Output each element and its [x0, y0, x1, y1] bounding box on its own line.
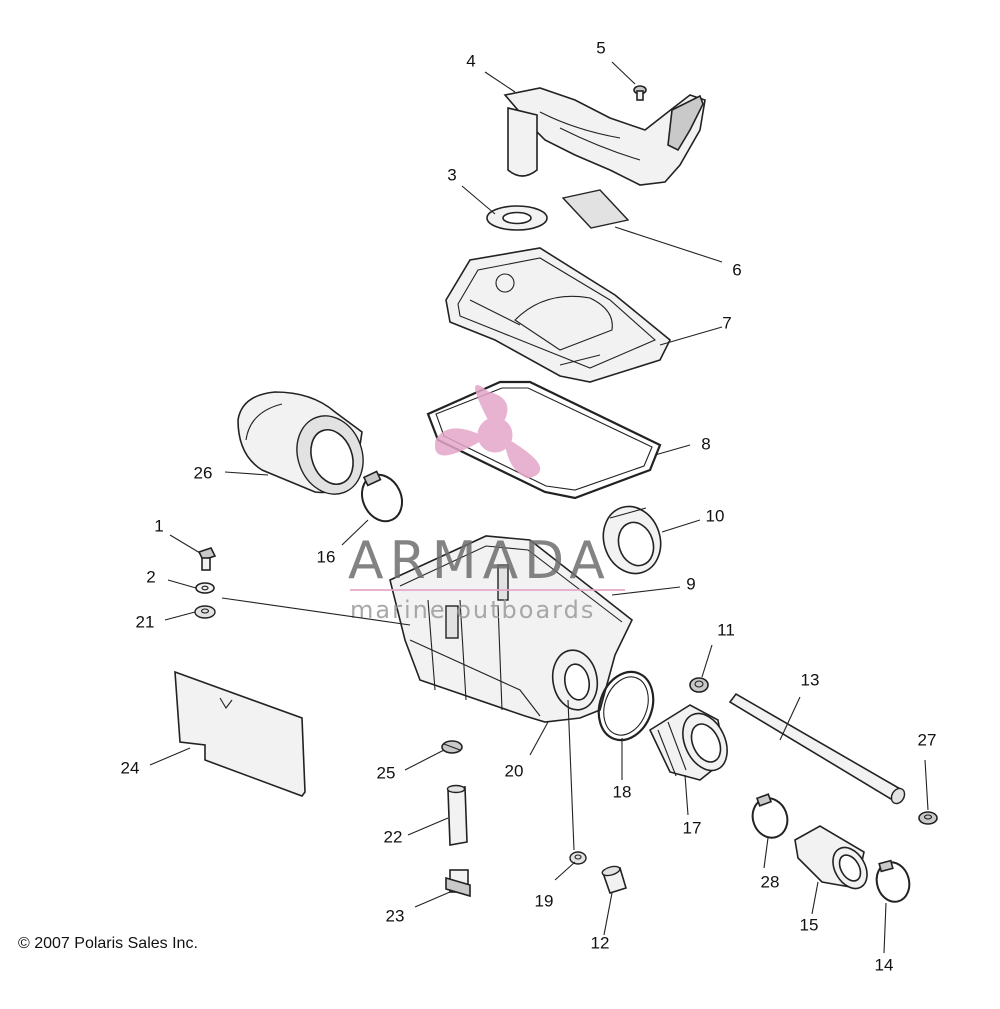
callout-15: 15 — [800, 915, 819, 934]
callout-6: 6 — [732, 260, 741, 279]
part-3-seal-washer — [486, 205, 548, 231]
part-21-grommet — [194, 605, 216, 619]
part-16-clamp — [361, 470, 403, 523]
callout-26: 26 — [194, 463, 213, 482]
callout-12: 12 — [591, 933, 610, 952]
callout-28: 28 — [761, 872, 780, 891]
part-19-clamp — [569, 851, 587, 865]
callout-24: 24 — [121, 758, 140, 777]
callout-11: 11 — [717, 620, 735, 639]
part-27-clip — [918, 811, 938, 825]
callout-23: 23 — [386, 906, 405, 925]
propeller-logo-icon — [434, 385, 541, 479]
part-22-drain-tube — [446, 784, 468, 846]
part-6-foam-strip — [561, 189, 630, 229]
callout-9: 9 — [686, 574, 695, 593]
callout-2: 2 — [146, 567, 155, 586]
callout-21: 21 — [136, 612, 155, 631]
part-26-air-filter — [237, 391, 364, 495]
callout-20: 20 — [505, 761, 524, 780]
callout-5: 5 — [596, 38, 605, 57]
part-24-heat-shield — [174, 670, 306, 797]
callout-numbers: 4 5 3 6 7 8 26 16 10 1 2 21 9 11 13 27 2… — [121, 38, 937, 974]
callout-4: 4 — [466, 51, 475, 70]
callout-19: 19 — [535, 891, 554, 910]
part-5-screw — [633, 85, 647, 101]
part-12-sleeve — [601, 865, 627, 894]
part-8-gasket — [426, 380, 662, 500]
part-4-intake-duct — [503, 87, 706, 186]
part-15-coupler-hose — [794, 825, 868, 890]
part-13-breather-tube — [728, 692, 906, 805]
callout-14: 14 — [875, 955, 894, 974]
callout-3: 3 — [447, 165, 456, 184]
callout-1: 1 — [154, 516, 163, 535]
part-18-o-ring — [597, 670, 655, 742]
callout-18: 18 — [613, 782, 632, 801]
part-28-clamp — [751, 793, 789, 839]
callout-8: 8 — [701, 434, 710, 453]
callout-13: 13 — [801, 670, 820, 689]
copyright-notice: © 2007 Polaris Sales Inc. — [18, 935, 198, 952]
part-20-airbox-base — [389, 535, 634, 723]
armada-watermark-logo: ARMADA marine outboards — [348, 385, 625, 624]
callout-17: 17 — [683, 818, 702, 837]
part-11-clip — [689, 677, 709, 693]
part-25-clip — [441, 740, 463, 754]
callout-27: 27 — [918, 730, 937, 749]
leader-lines — [149, 61, 929, 954]
part-10-coupler-ring — [602, 505, 662, 575]
callout-10: 10 — [706, 506, 725, 525]
part-14-clamp — [875, 859, 911, 903]
part-17-intake-boot — [648, 704, 728, 781]
part-23-drain-valve — [445, 869, 471, 898]
part-2-washer — [195, 582, 215, 594]
callout-7: 7 — [722, 313, 731, 332]
part-1-bolt — [197, 547, 217, 571]
watermark-tagline: marine outboards — [350, 596, 595, 624]
part-7-airbox-cover — [445, 247, 672, 383]
callout-25: 25 — [377, 763, 396, 782]
callout-16: 16 — [317, 547, 336, 566]
watermark-brand: ARMADA — [348, 531, 611, 591]
callout-22: 22 — [384, 827, 403, 846]
